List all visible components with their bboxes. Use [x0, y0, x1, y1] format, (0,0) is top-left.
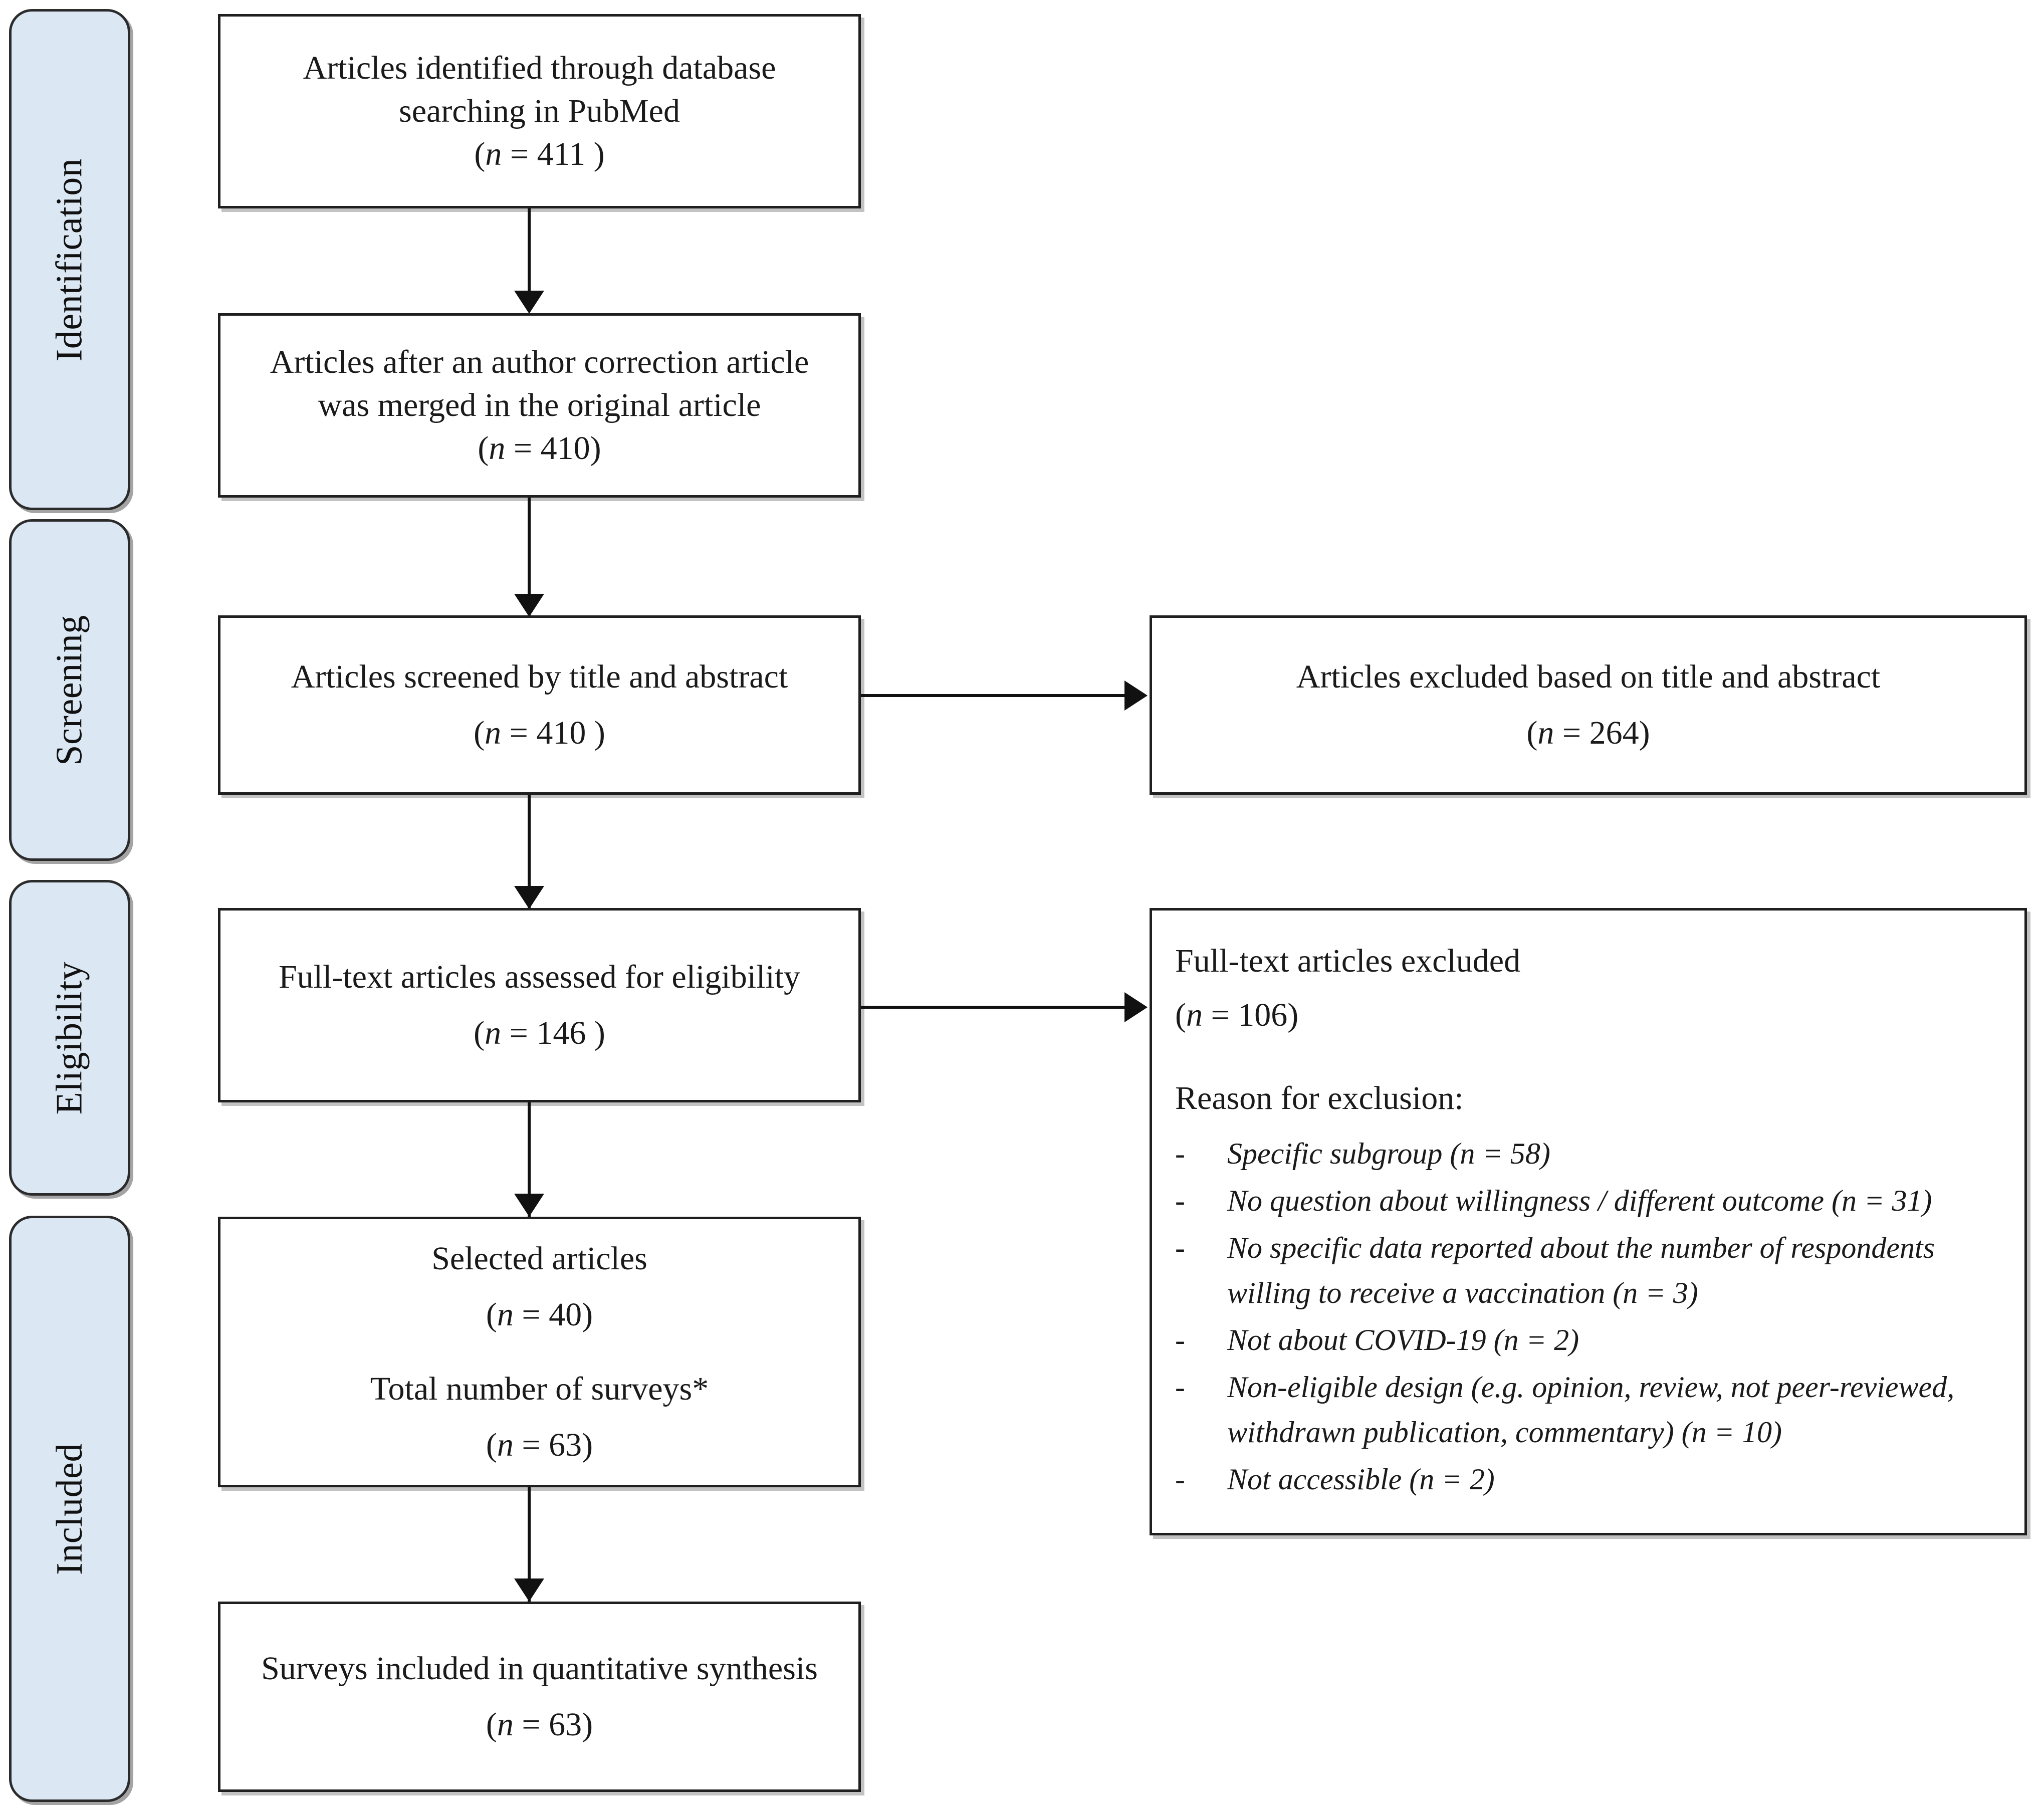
connector-screened-to-excluded [861, 694, 1126, 697]
connector-fulltext-to-selected [528, 1102, 531, 1218]
stage-identification: Identification [9, 9, 130, 510]
list-item: - Non-eligible design (e.g. opinion, rev… [1175, 1365, 2001, 1455]
arrow-selected-to-included [514, 1578, 544, 1602]
box-after-merge-line2: was merged in the original article [318, 387, 761, 424]
reason-text: No specific data reported about the numb… [1227, 1231, 1935, 1309]
arrow-merged-to-screened [514, 594, 544, 617]
reason-text: No question about willingness / differen… [1227, 1184, 1932, 1217]
box-articles-screened: Articles screened by title and abstract … [218, 615, 861, 795]
box-identified-line2: searching in PubMed [399, 93, 680, 130]
list-item: - No question about willingness / differ… [1175, 1178, 2001, 1223]
list-item: - Not accessible (n = 2) [1175, 1457, 2001, 1502]
box-identified-line1: Articles identified through database [303, 50, 776, 87]
arrow-screened-to-excluded [1124, 681, 1148, 711]
stage-included: Included [9, 1216, 130, 1802]
stage-eligibility: Eligibility [9, 880, 130, 1196]
box-selected-line2: Total number of surveys* [370, 1371, 709, 1407]
arrow-fulltext-to-selected [514, 1194, 544, 1217]
reason-text: Specific subgroup (n = 58) [1227, 1137, 1550, 1170]
arrow-fulltext-to-excluded [1124, 992, 1148, 1022]
reason-text: Non-eligible design (e.g. opinion, revie… [1227, 1371, 1955, 1449]
bullet-dash-icon: - [1175, 1231, 1185, 1264]
box-fulltext-excluded-count: (n = 106) [1175, 996, 1299, 1033]
stage-eligibility-label: Eligibility [49, 961, 90, 1114]
arrow-identified-to-merged [514, 291, 544, 314]
box-screened-line1: Articles screened by title and abstract [291, 658, 788, 696]
box-screened-count: (n = 410 ) [474, 715, 605, 751]
bullet-dash-icon: - [1175, 1137, 1185, 1170]
box-selected-articles: Selected articles (n = 40) Total number … [218, 1217, 861, 1487]
stage-included-label: Included [49, 1443, 90, 1575]
reason-text: Not accessible (n = 2) [1227, 1463, 1495, 1496]
box-fulltext-excluded-title: Full-text articles excluded [1175, 943, 1521, 979]
connector-screened-to-fulltext [528, 795, 531, 910]
box-excluded-ta-count: (n = 264) [1526, 715, 1650, 751]
box-included-in-synthesis: Surveys included in quantitative synthes… [218, 1602, 861, 1792]
list-item: - No specific data reported about the nu… [1175, 1225, 2001, 1315]
bullet-dash-icon: - [1175, 1184, 1185, 1217]
stage-screening: Screening [9, 519, 130, 861]
bullet-dash-icon: - [1175, 1323, 1185, 1357]
box-excluded-ta-line1: Articles excluded based on title and abs… [1296, 658, 1881, 696]
box-excluded-title-abstract: Articles excluded based on title and abs… [1150, 615, 2027, 795]
box-articles-identified: Articles identified through database sea… [218, 14, 861, 208]
box-selected-count2: (n = 63) [486, 1426, 593, 1463]
box-included-line1: Surveys included in quantitative synthes… [261, 1650, 818, 1687]
box-included-count: (n = 63) [486, 1706, 593, 1743]
connector-fulltext-to-excluded [861, 1006, 1126, 1009]
box-selected-count1: (n = 40) [486, 1296, 593, 1333]
reason-text: Not about COVID-19 (n = 2) [1227, 1323, 1579, 1357]
box-after-merge-line1: Articles after an author correction arti… [270, 344, 809, 381]
box-fulltext-assessed-line1: Full-text articles assessed for eligibil… [278, 959, 801, 996]
list-item: - Specific subgroup (n = 58) [1175, 1131, 2001, 1176]
exclusion-reason-list: - Specific subgroup (n = 58) - No questi… [1175, 1131, 2001, 1504]
list-item: - Not about COVID-19 (n = 2) [1175, 1317, 2001, 1363]
box-fulltext-assessed-count: (n = 146 ) [474, 1015, 605, 1051]
box-fulltext-assessed: Full-text articles assessed for eligibil… [218, 908, 861, 1102]
connector-selected-to-included [528, 1487, 531, 1603]
bullet-dash-icon: - [1175, 1463, 1185, 1496]
box-identified-count: (n = 411 ) [474, 135, 605, 172]
stage-screening-label: Screening [49, 614, 90, 766]
stage-identification-label: Identification [49, 158, 90, 361]
connector-identified-to-merged [528, 208, 531, 297]
bullet-dash-icon: - [1175, 1371, 1185, 1404]
reasons-heading: Reason for exclusion: [1175, 1080, 1464, 1117]
arrow-screened-to-fulltext [514, 886, 544, 909]
box-articles-after-merge: Articles after an author correction arti… [218, 313, 861, 498]
box-selected-line1: Selected articles [431, 1240, 647, 1277]
connector-merged-to-screened [528, 498, 531, 618]
box-fulltext-excluded: Full-text articles excluded (n = 106) Re… [1150, 908, 2027, 1535]
box-after-merge-count: (n = 410) [478, 429, 601, 467]
